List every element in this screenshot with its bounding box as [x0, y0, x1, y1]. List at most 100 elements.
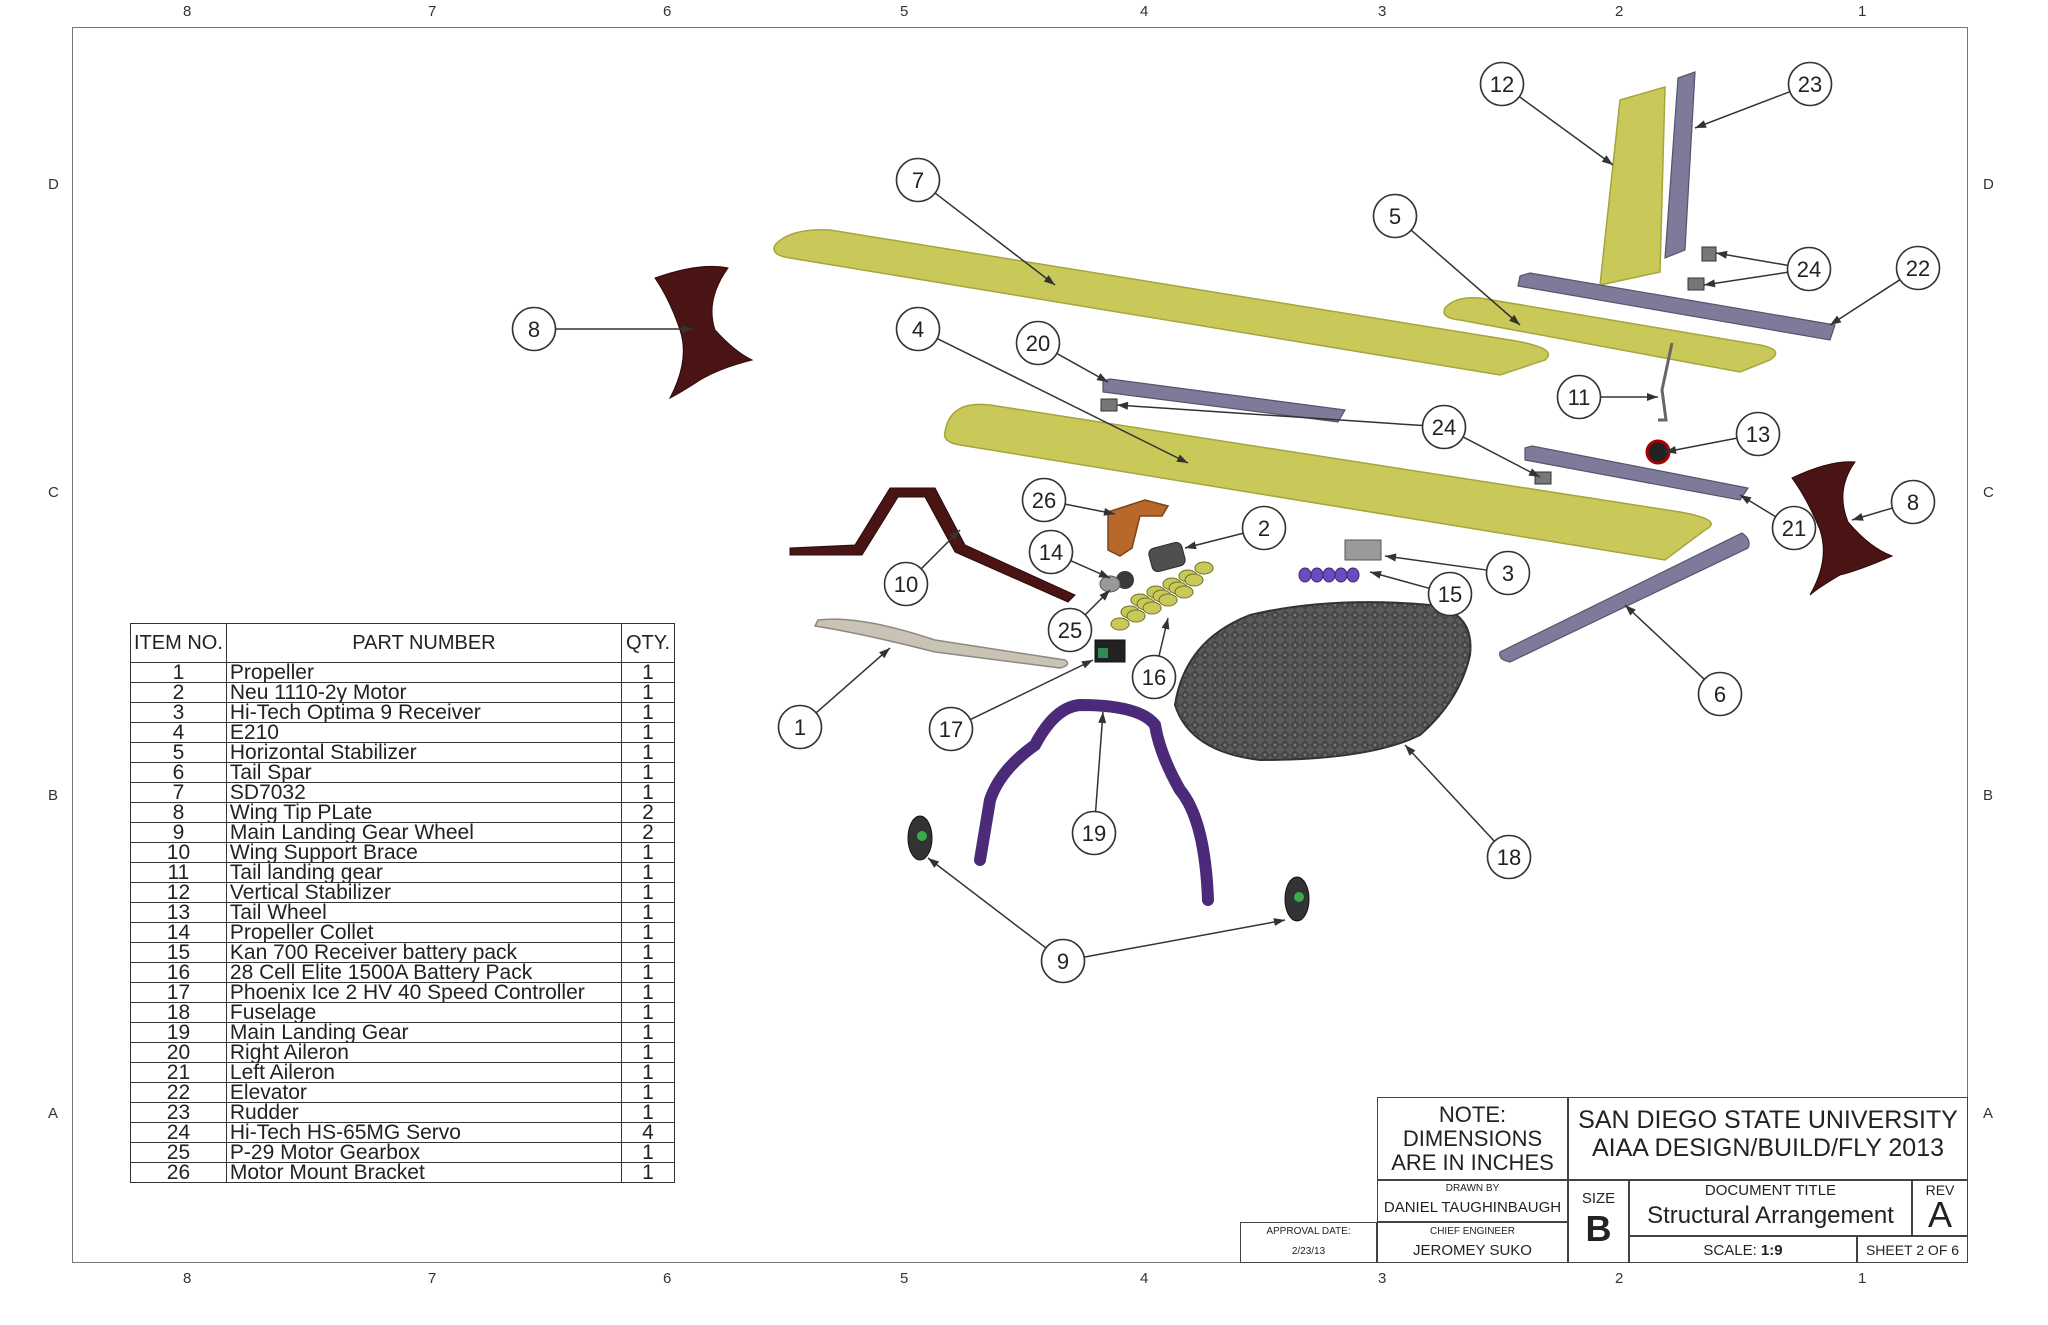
- bom-qty: 1: [621, 862, 675, 883]
- receiver-battery-cell: [1322, 567, 1336, 583]
- bom-item-no: 14: [130, 922, 227, 943]
- callout-balloon: [1131, 654, 1177, 700]
- callout-number: 12: [1490, 72, 1514, 97]
- bom-part-number: Fuselage: [225, 1002, 623, 1023]
- callout-balloon: [1047, 607, 1093, 653]
- bom-part-number: Left Aileron: [225, 1062, 623, 1083]
- leader-line: [1462, 436, 1541, 478]
- bom-part-number: Hi-Tech HS-65MG Servo: [225, 1122, 623, 1143]
- receiver-battery-cell: [1346, 567, 1360, 583]
- bom-item-no: 9: [130, 822, 227, 843]
- callout-balloon: [777, 704, 823, 750]
- fuselage: [1173, 601, 1472, 762]
- leader-line: [936, 337, 1189, 464]
- bom-part-number: Vertical Stabilizer: [225, 882, 623, 903]
- callout-number: 9: [1057, 949, 1069, 974]
- callout-balloon: [1421, 404, 1467, 450]
- horizontal-stabilizer: [1443, 296, 1777, 373]
- note-line-2: DIMENSIONS: [1402, 1126, 1543, 1151]
- bom-part-number: Kan 700 Receiver battery pack: [225, 942, 623, 963]
- leader-arrowhead: [1099, 590, 1110, 601]
- callout-balloon: [1485, 550, 1531, 596]
- bom-header-item-no: ITEM NO.: [130, 623, 227, 663]
- callout-balloon: [1372, 193, 1418, 239]
- zone-label-bottom: 4: [1140, 1270, 1149, 1287]
- bom-qty: 1: [621, 842, 675, 863]
- callout-number: 7: [912, 168, 924, 193]
- bom-item-no: 25: [130, 1142, 227, 1163]
- callout-balloon: [1556, 374, 1602, 420]
- battery-cell: [1194, 561, 1214, 575]
- bom-part-number: Wing Support Brace: [225, 842, 623, 863]
- main-battery-pack: [1110, 561, 1214, 631]
- bom-part-number: Neu 1110-2y Motor: [225, 682, 623, 703]
- leader-arrowhead: [1117, 401, 1129, 410]
- chief-engineer-name: JEROMEY SUKO: [1413, 1242, 1532, 1259]
- bom-part-number: Elevator: [225, 1082, 623, 1103]
- bom-part-number: Motor Mount Bracket: [225, 1162, 623, 1183]
- servo-1: [1701, 246, 1717, 262]
- callout-number: 8: [1907, 490, 1919, 515]
- approval-date-value: 2/23/13: [1291, 1246, 1326, 1257]
- bom-qty: 4: [621, 1122, 675, 1143]
- bom-qty: 1: [621, 902, 675, 923]
- wing-support-brace: [789, 487, 1076, 603]
- title-block-document-title-cell: [1629, 1180, 1912, 1236]
- servo-4: [1534, 471, 1552, 485]
- organization-line-1: SAN DIEGO STATE UNIVERSITY: [1578, 1106, 1958, 1134]
- callout-balloon: [1015, 320, 1061, 366]
- callout-number: 10: [894, 572, 918, 597]
- bom-item-no: 16: [130, 962, 227, 983]
- motor-gearbox: [1099, 575, 1121, 593]
- callout-number: 15: [1438, 582, 1462, 607]
- motor-mount-bracket: [1107, 499, 1170, 557]
- battery-cell: [1184, 573, 1204, 587]
- leader-arrowhead: [1852, 513, 1864, 521]
- zone-label-top: 5: [900, 3, 909, 20]
- bom-item-no: 21: [130, 1062, 227, 1083]
- receiver-battery-cell: [1310, 567, 1324, 583]
- wing-tip-plate-left: [654, 265, 754, 400]
- callout-number: 26: [1032, 488, 1056, 513]
- leader-line: [815, 647, 891, 714]
- callout-number: 24: [1432, 415, 1456, 440]
- bom-qty: 1: [621, 762, 675, 783]
- bom-header-row: ITEM NO. PART NUMBER QTY.: [130, 623, 675, 663]
- callout-number: 16: [1142, 665, 1166, 690]
- callout-number: 6: [1714, 682, 1726, 707]
- zone-label-right: B: [1983, 787, 1994, 804]
- zone-label-top: 7: [428, 3, 437, 20]
- bom-qty: 1: [621, 1142, 675, 1163]
- callout-balloon: [1735, 411, 1781, 457]
- title-block-size-box: [1568, 1180, 1629, 1263]
- zone-label-bottom: 3: [1378, 1270, 1387, 1287]
- servo-2: [1687, 277, 1705, 291]
- bom-qty: 1: [621, 1082, 675, 1103]
- zone-label-right: C: [1983, 484, 1994, 501]
- callout-number: 8: [528, 317, 540, 342]
- callout-balloon: [511, 306, 557, 352]
- zone-label-left: C: [48, 484, 59, 501]
- bom-part-number: Main Landing Gear Wheel: [225, 822, 623, 843]
- drawn-by-name: DANIEL TAUGHINBAUGH: [1383, 1199, 1562, 1216]
- leader-line: [934, 192, 1056, 286]
- leader-arrowhead: [1081, 660, 1093, 669]
- zone-label-bottom: 5: [900, 1270, 909, 1287]
- leader-arrowhead: [1185, 541, 1197, 550]
- leader-line: [1084, 919, 1286, 958]
- bom-item-no: 24: [130, 1122, 227, 1143]
- bom-item-no: 17: [130, 982, 227, 1003]
- bom-item-no: 13: [130, 902, 227, 923]
- callout-balloon: [1786, 246, 1832, 292]
- bom-qty: 1: [621, 1022, 675, 1043]
- bom-item-no: 23: [130, 1102, 227, 1123]
- leader-arrowhead: [879, 648, 890, 659]
- note-line-1: NOTE:: [1438, 1102, 1507, 1127]
- approval-date-label: APPROVAL DATE:: [1266, 1226, 1351, 1237]
- bom-item-no: 26: [130, 1162, 227, 1183]
- bom-qty: 1: [621, 722, 675, 743]
